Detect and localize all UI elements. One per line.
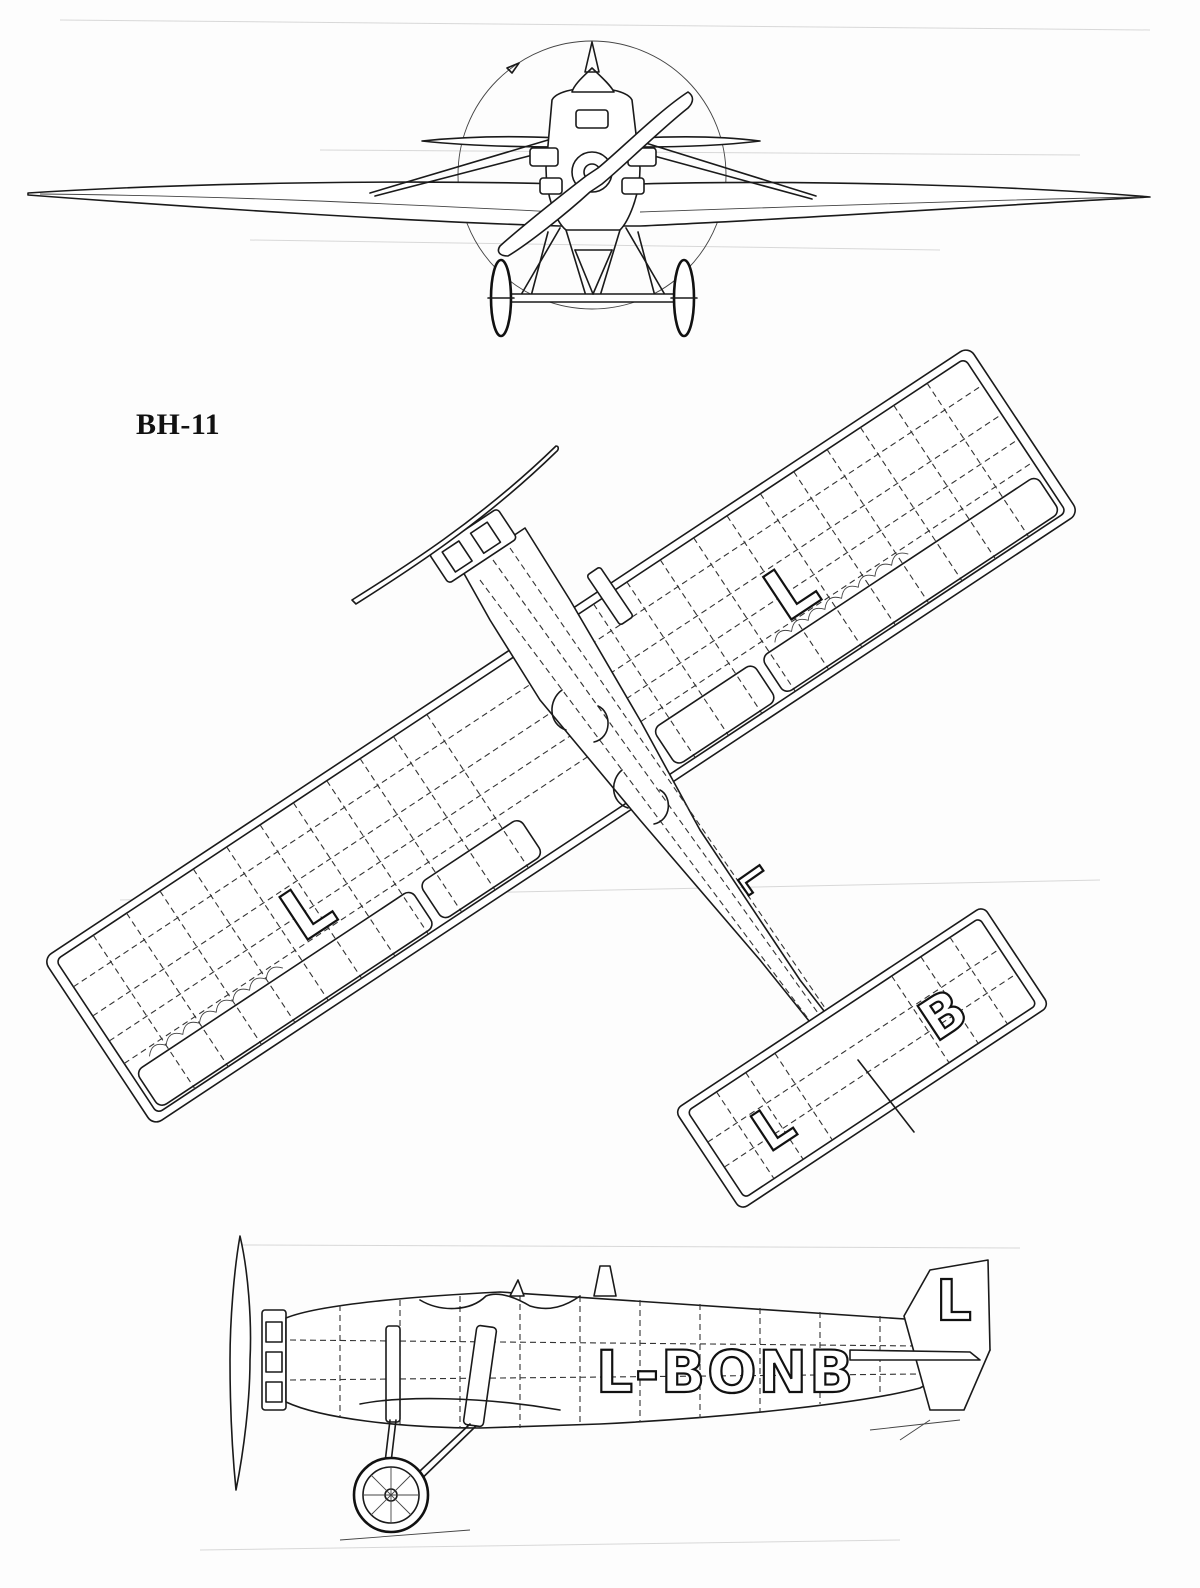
side-fuselage: [285, 1291, 991, 1429]
top-propeller: [351, 445, 560, 605]
side-view: L-BONB L: [229, 1235, 991, 1541]
side-registration: L-BONB: [596, 1338, 855, 1406]
fin-letter: L: [936, 1269, 972, 1334]
side-propeller: [229, 1235, 252, 1491]
drawing-title: BH-11: [136, 408, 221, 441]
background-sketch: [59, 19, 1151, 1551]
side-fin: [903, 1259, 991, 1411]
top-view: L L L: [46, 349, 1076, 1208]
top-tailplane: [676, 908, 1048, 1208]
top-wing: [46, 349, 1076, 1123]
front-view: [27, 40, 1151, 338]
front-propeller: [497, 91, 694, 257]
